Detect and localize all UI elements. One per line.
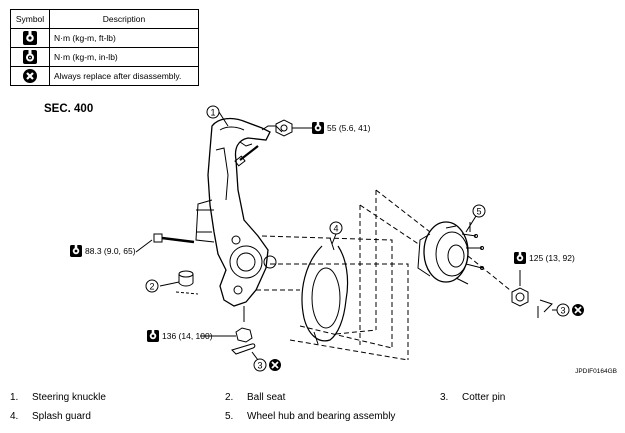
torque-value: 88.3 (9.0, 65) xyxy=(85,246,136,256)
section-label: SEC. 400 xyxy=(44,103,94,115)
wheel-hub-drawing xyxy=(417,221,484,285)
ball-seat-drawing xyxy=(159,270,199,295)
symbol-legend-table: Symbol Description N·m (kg-m, ft-lb) N·m… xyxy=(10,9,199,86)
svg-text:3: 3 xyxy=(560,306,565,316)
svg-text:1: 1 xyxy=(210,108,215,118)
torque-value: 136 (14, 100) xyxy=(162,331,213,341)
torque-value: 125 (13, 92) xyxy=(529,253,575,263)
torque-wrench-in-lb-icon xyxy=(23,50,37,64)
hub-nut-drawing xyxy=(511,270,529,307)
legend-row: Always replace after disassembly. xyxy=(10,66,199,86)
torque-wrench-icon xyxy=(70,245,82,257)
list-item: 1.Steering knuckle xyxy=(10,392,106,403)
steering-knuckle-drawing xyxy=(195,117,277,307)
callout-4: 4 xyxy=(329,221,343,245)
exploded-view-diagram: 1 2 4 5 3 3 xyxy=(135,105,584,372)
torque-label-hub-nut: 125 (13, 92) xyxy=(514,252,575,264)
side-bolt-drawing xyxy=(135,233,195,253)
upper-knuckle-bolt-drawing xyxy=(234,125,283,167)
callout-3-lower: 3 xyxy=(253,358,281,372)
callout-1: 1 xyxy=(206,105,229,127)
legend-description: Always replace after disassembly. xyxy=(49,66,199,86)
torque-label-side-bolt: 88.3 (9.0, 65) xyxy=(70,245,136,257)
svg-text:2: 2 xyxy=(149,282,154,292)
legend-row: N·m (kg-m, in-lb) xyxy=(10,47,199,67)
torque-label-lower-nut: 136 (14, 100) xyxy=(147,330,213,342)
legend-row: N·m (kg-m, ft-lb) xyxy=(10,28,199,48)
list-item: 3.Cotter pin xyxy=(440,392,506,403)
figure-id: JPDIF0164GB xyxy=(575,368,617,375)
right-cotter-pin-drawing xyxy=(537,299,558,318)
lower-cotter-pin-drawing xyxy=(231,343,259,361)
assembly-guide-lines xyxy=(256,189,511,361)
torque-wrench-icon xyxy=(147,330,159,342)
lower-nut-drawing xyxy=(200,306,253,343)
torque-label-top-nut: 55 (5.6, 41) xyxy=(312,122,370,134)
callout-3-right: 3 xyxy=(556,303,584,317)
list-item: 4.Splash guard xyxy=(10,411,91,422)
list-item: 5.Wheel hub and bearing assembly xyxy=(225,411,396,422)
top-nut-drawing xyxy=(275,119,312,137)
torque-wrench-icon xyxy=(514,252,526,264)
torque-wrench-ft-lb-icon xyxy=(23,31,37,45)
always-replace-icon xyxy=(23,69,37,83)
callout-2: 2 xyxy=(145,279,159,293)
legend-symbol-cell xyxy=(10,28,50,48)
torque-wrench-icon xyxy=(312,122,324,134)
svg-text:5: 5 xyxy=(476,207,481,217)
legend-symbol-cell xyxy=(10,47,50,67)
callout-5: 5 xyxy=(465,204,486,233)
list-item: 2.Ball seat xyxy=(225,392,286,403)
svg-text:4: 4 xyxy=(333,224,338,234)
svg-text:3: 3 xyxy=(257,361,262,371)
torque-value: 55 (5.6, 41) xyxy=(327,123,371,133)
